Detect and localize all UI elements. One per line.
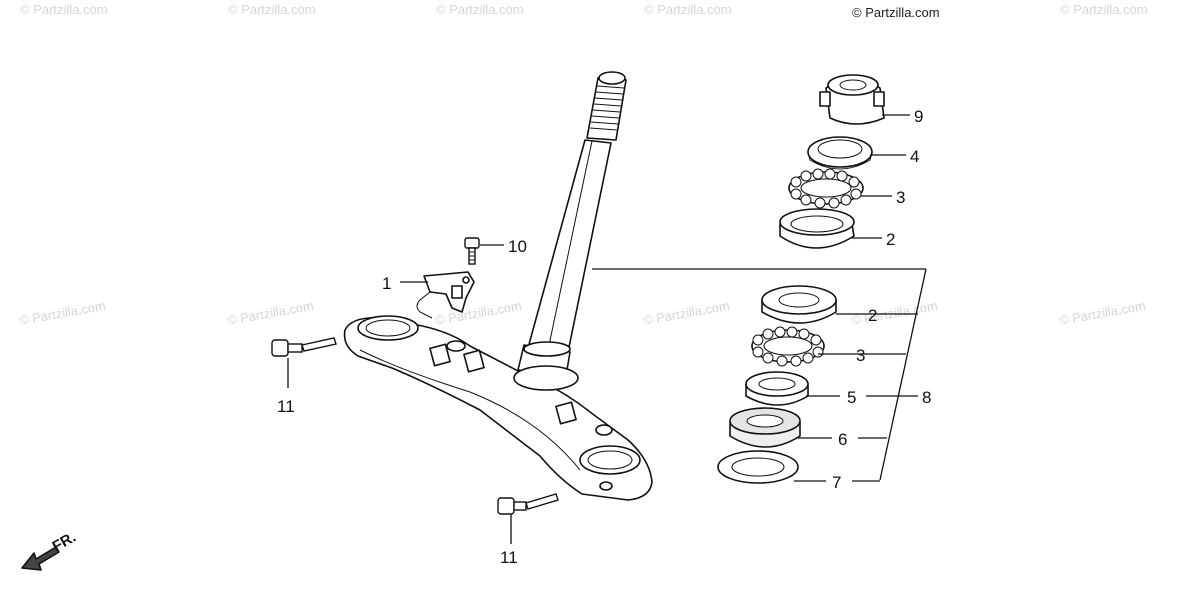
part-10-bolt bbox=[464, 237, 480, 265]
part-5-race bbox=[745, 371, 809, 406]
leader-lines bbox=[287, 114, 927, 544]
callout-2: 2 bbox=[886, 230, 895, 249]
callout-5: 5 bbox=[847, 388, 856, 407]
part-3-bearing-lower bbox=[751, 326, 825, 367]
bottom-bridge bbox=[343, 315, 653, 501]
watermark: © Partzilla.com bbox=[1060, 2, 1148, 17]
watermark: © Partzilla.com bbox=[18, 298, 107, 328]
callout-9: 9 bbox=[914, 107, 923, 126]
part-2-race-lower bbox=[761, 285, 837, 324]
part-3-bearing-upper bbox=[788, 168, 864, 209]
watermark: © Partzilla.com bbox=[850, 298, 939, 328]
callout-3: 3 bbox=[896, 188, 905, 207]
callout-labels: 9 4 3 2 2 3 5 8 6 7 10 1 11 11 bbox=[277, 107, 931, 567]
watermark: © Partzilla.com bbox=[1058, 298, 1147, 328]
callout-11: 11 bbox=[277, 397, 295, 416]
watermark: © Partzilla.com bbox=[226, 298, 315, 328]
watermark: © Partzilla.com bbox=[228, 2, 316, 17]
header-copyright: © Partzilla.com bbox=[852, 5, 940, 20]
callout-4: 4 bbox=[910, 147, 919, 166]
callout-10: 10 bbox=[508, 237, 527, 256]
part-7-washer bbox=[717, 450, 799, 484]
steering-stem-shaft bbox=[517, 71, 627, 377]
watermark: © Partzilla.com bbox=[642, 298, 731, 328]
watermark: © Partzilla.com bbox=[644, 2, 732, 17]
callout-8: 8 bbox=[922, 388, 931, 407]
part-9-stem-nut bbox=[819, 74, 885, 125]
part-2-race-upper bbox=[779, 208, 855, 249]
part-11-bolt-left bbox=[271, 337, 337, 357]
watermark: © Partzilla.com bbox=[20, 2, 108, 17]
callout-2: 2 bbox=[868, 306, 877, 325]
callout-11: 11 bbox=[500, 548, 518, 567]
watermark: © Partzilla.com bbox=[436, 2, 524, 17]
part-6-dust-seal bbox=[729, 407, 801, 448]
part-1-bracket bbox=[416, 271, 475, 319]
callout-7: 7 bbox=[832, 473, 841, 492]
callout-6: 6 bbox=[838, 430, 847, 449]
part-11-bolt-bottom bbox=[497, 493, 559, 515]
part-4-race bbox=[807, 136, 873, 170]
callout-3: 3 bbox=[856, 346, 865, 365]
callout-1: 1 bbox=[382, 274, 391, 293]
watermark: © Partzilla.com bbox=[434, 298, 523, 328]
front-direction-arrow: FR. bbox=[21, 529, 79, 571]
